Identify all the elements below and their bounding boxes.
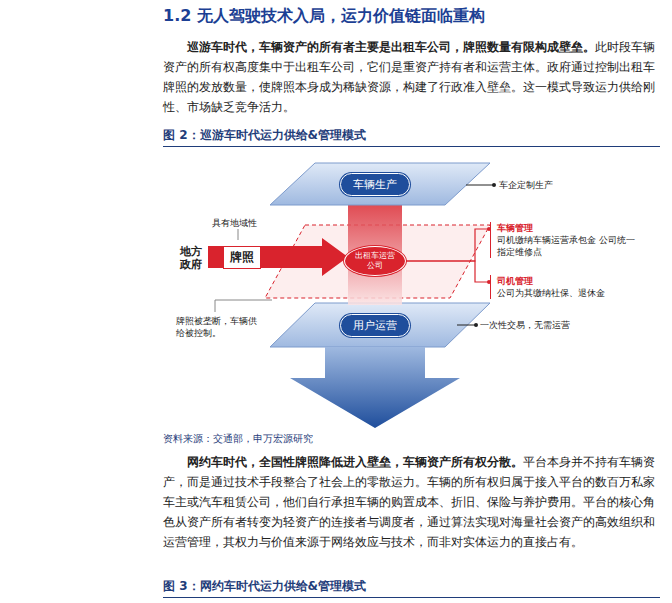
- bottom-plane: [270, 303, 490, 347]
- node-text: 司机缴纳车辆运营承包金 公司统一指定维修点: [497, 234, 640, 258]
- body-paragraph: 巡游车时代，车辆资产的所有者主要是出租车公司，牌照数量有限构成壁垒。此时段车辆资…: [163, 37, 660, 117]
- node-text: 公司为其缴纳社保、退休金: [497, 287, 640, 299]
- body-paragraph: 网约车时代，全国性牌照降低进入壁垒，车辆资产所有权分散。平台本身并不持有车辆资产…: [163, 452, 660, 552]
- output-note: 一次性交易，无需运营: [480, 319, 570, 331]
- connector: [406, 229, 489, 261]
- big-arrow: [290, 347, 460, 428]
- leader: [238, 229, 239, 240]
- management-box: 车辆管理司机缴纳车辆运营承包金 公司统一指定维修点: [490, 222, 640, 258]
- paragraph-text: 平台本身并不持有车辆资产，而是通过技术手段整合了社会上的零散运力。车辆的所有权归…: [163, 455, 655, 549]
- node-text: 出租车运营公司: [355, 251, 395, 271]
- source-note: 资料来源：交通部，申万宏源研究: [163, 432, 313, 446]
- company-ellipse: 出租车运营公司: [344, 246, 406, 276]
- node-text: 用户运营: [353, 318, 397, 333]
- box-heading: 车辆管理: [497, 222, 640, 234]
- bold-lead: 巡游车时代，车辆资产的所有者主要是出租车公司，牌照数量有限构成壁垒。: [187, 40, 595, 54]
- leader-dot: [492, 183, 496, 187]
- bold-lead: 网约车时代，全国性牌照降低进入壁垒，车辆资产所有权分散。: [187, 455, 523, 469]
- government-label: 地方政府: [180, 245, 204, 271]
- output-note: 车企定制生产: [499, 179, 553, 191]
- leader-dot: [474, 323, 478, 327]
- box-heading: 司机管理: [497, 275, 640, 287]
- leader: [466, 185, 494, 186]
- management-box: 司机管理公司为其缴纳社保、退休金: [490, 275, 640, 299]
- figure-caption: 图 3：网约车时代运力供给&管理模式: [163, 578, 660, 598]
- node-text: 牌照: [230, 249, 254, 266]
- leader: [457, 325, 476, 326]
- license-note: 牌照被垄断，车辆供给被控制。: [176, 315, 262, 339]
- leader: [215, 300, 272, 301]
- top-plane: [270, 163, 490, 205]
- red-arrow: [208, 238, 348, 276]
- connector: [406, 261, 489, 282]
- layer-pill: 车辆生产: [340, 173, 410, 196]
- figure-caption: 图 2：巡游车时代运力供给&管理模式: [163, 127, 660, 147]
- red-column: [348, 200, 402, 305]
- region-note: 具有地域性: [212, 217, 257, 229]
- leader: [215, 300, 216, 312]
- layer-pill: 用户运营: [340, 314, 410, 337]
- section-heading: 1.2 无人驾驶技术入局，运力价值链面临重构: [163, 6, 485, 27]
- license-box: 牌照: [223, 246, 261, 269]
- node-text: 车辆生产: [353, 177, 397, 192]
